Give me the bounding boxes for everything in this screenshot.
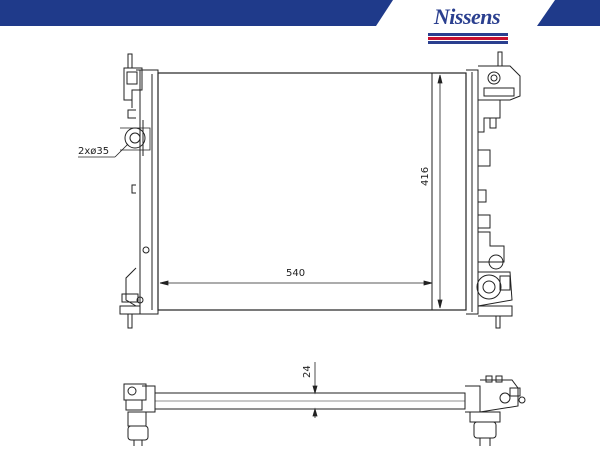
nissens-logo: Nissens (424, 2, 510, 46)
thickness-dimension (312, 362, 318, 418)
width-label: 540 (286, 268, 306, 279)
height-dimension (437, 74, 443, 309)
front-view (78, 51, 521, 329)
side-view (123, 362, 526, 446)
brand-name: Nissens (433, 4, 501, 29)
left-tank (78, 53, 159, 329)
logo-stripes (428, 33, 508, 45)
width-dimension (159, 280, 433, 286)
thickness-label: 24 (302, 365, 313, 378)
height-label: 416 (420, 166, 431, 186)
right-tank (466, 51, 521, 329)
pipe-diameter-label: 2xø35 (78, 146, 110, 157)
